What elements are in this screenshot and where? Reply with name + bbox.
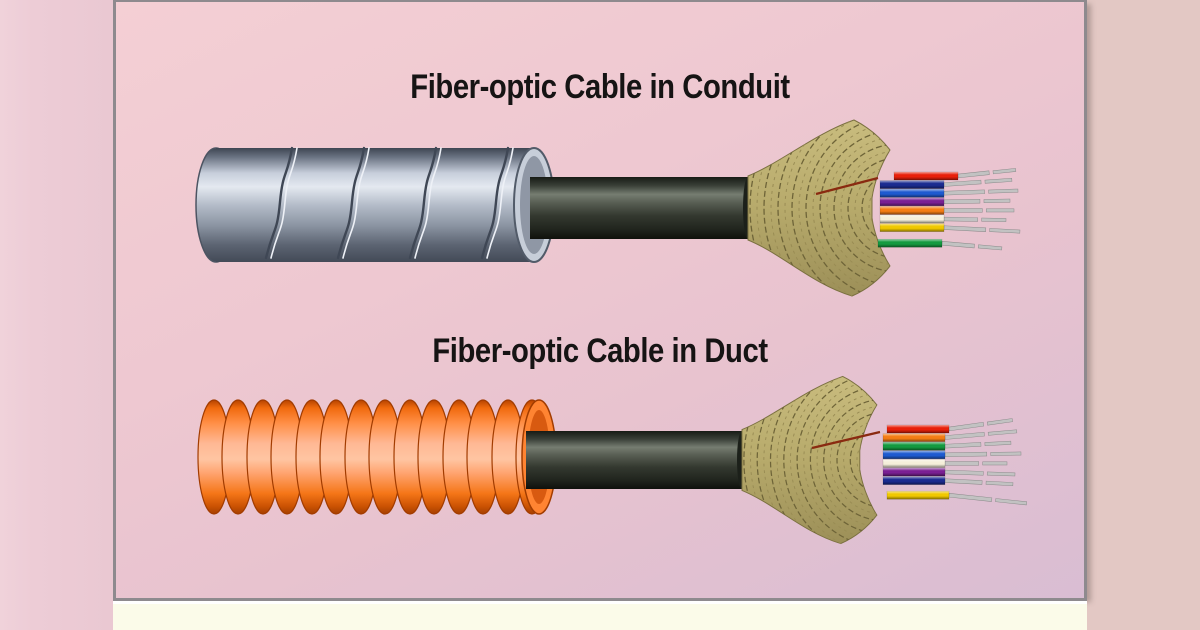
spiral-conduit <box>195 146 555 263</box>
fiber-yellow <box>886 490 1028 506</box>
ripcord <box>815 176 879 196</box>
fiber-green <box>882 440 1012 451</box>
duct-diagram-title: Fiber-optic Cable in Duct <box>432 332 768 370</box>
fiber-green <box>877 238 1003 251</box>
conduit-diagram-title: Fiber-optic Cable in Conduit <box>410 68 790 106</box>
corrugated-duct <box>197 399 557 515</box>
fiber-blue <box>879 188 1019 198</box>
fiber-blue <box>882 450 1022 460</box>
duct-cable-illustration <box>197 319 1028 597</box>
right-margin <box>1087 0 1200 630</box>
fiber-red <box>893 168 1017 181</box>
ripcord <box>811 430 881 450</box>
fiber-white <box>882 459 1008 468</box>
fiber-bundle-duct <box>882 418 1028 506</box>
fiber-yellow <box>879 223 1021 234</box>
fiber-red <box>886 418 1013 434</box>
left-margin <box>0 0 113 630</box>
fiber-purple <box>879 197 1011 207</box>
diagram-panel: Fiber-optic Cable in Conduit Fiber-optic… <box>113 0 1087 601</box>
conduit-cable-illustration <box>195 60 1046 356</box>
fiber-purple <box>882 467 1016 477</box>
fiber-white <box>879 214 1007 224</box>
fiber-bundle-conduit <box>877 168 1021 251</box>
fiber-navy <box>882 476 1014 487</box>
cable-illustrations <box>195 2 1084 597</box>
fiber-navy <box>879 177 1013 189</box>
fiber-orange <box>882 429 1018 442</box>
cable-jacket <box>526 431 747 489</box>
fiber-orange <box>879 206 1015 215</box>
cable-jacket <box>530 177 753 239</box>
footer-strip <box>113 601 1087 630</box>
